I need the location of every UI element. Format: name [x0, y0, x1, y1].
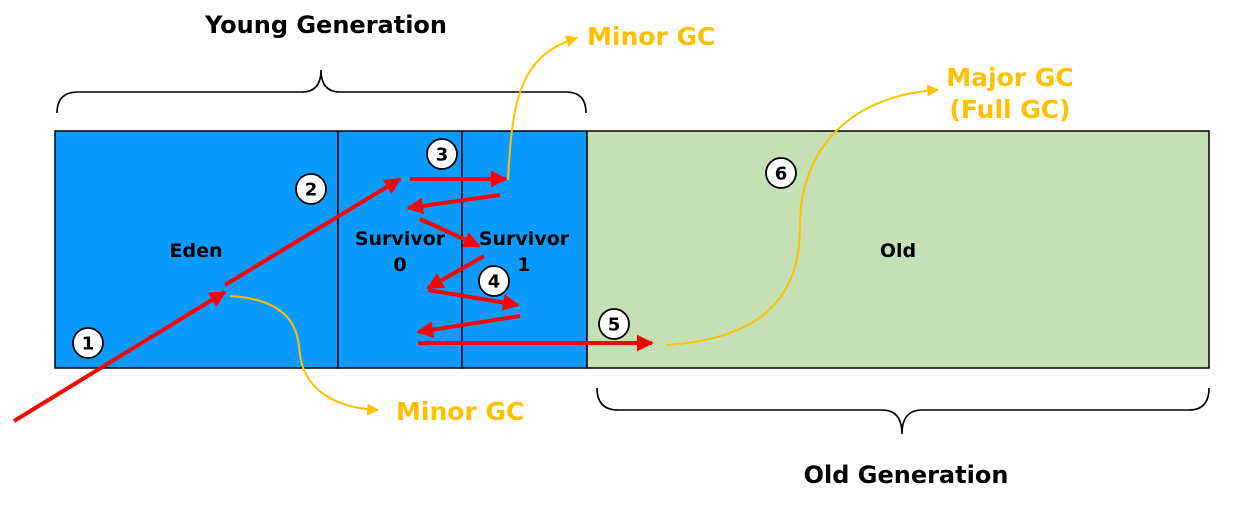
- survivor1-number: 1: [517, 254, 530, 276]
- survivor1-region: [461, 130, 588, 369]
- step-4-marker: 4: [478, 265, 510, 297]
- survivor0-label: Survivor: [355, 228, 446, 250]
- survivor0-to-survivor1-arrow-3: [427, 288, 520, 311]
- old-region: [586, 130, 1210, 369]
- allocation-arrow: [12, 290, 227, 423]
- survivor1-to-survivor0-arrow: [406, 193, 501, 215]
- major-gc-curve: [665, 84, 940, 346]
- old-generation-title: Old Generation: [804, 461, 1009, 489]
- eden-region: [54, 130, 339, 369]
- minor-gc-bottom-curve: [229, 295, 380, 416]
- minor-gc-top-curve: [507, 35, 579, 181]
- step-3-marker: 3: [426, 138, 458, 170]
- step-1-number: 1: [82, 334, 95, 355]
- minor-gc-top-label: Minor GC: [587, 22, 715, 51]
- step-6-marker: 6: [765, 157, 797, 189]
- eden-to-survivor0-arrow: [223, 177, 402, 287]
- step-4-number: 4: [488, 272, 501, 293]
- step-2-number: 2: [305, 180, 318, 201]
- step-3-number: 3: [436, 145, 449, 166]
- old-generation-brace: [596, 387, 1210, 435]
- full-gc-label: (Full GC): [949, 95, 1070, 124]
- young-generation-title: Young Generation: [204, 11, 447, 39]
- minor-gc-bottom-label: Minor GC: [396, 397, 524, 426]
- step-6-number: 6: [775, 164, 788, 185]
- step-2-marker: 2: [295, 173, 327, 205]
- survivor0-number: 0: [393, 254, 406, 276]
- survivor1-label: Survivor: [479, 228, 570, 250]
- young-generation-brace: [56, 69, 587, 114]
- step-1-marker: 1: [72, 327, 104, 359]
- step-5-marker: 5: [598, 308, 630, 340]
- major-gc-label: Major GC: [946, 63, 1073, 92]
- survivor1-to-survivor0-arrow-2: [426, 254, 485, 290]
- step-5-number: 5: [608, 315, 621, 336]
- survivor1-to-survivor0-arrow-3: [416, 314, 521, 338]
- old-label: Old: [880, 240, 916, 262]
- eden-label: Eden: [170, 240, 223, 262]
- survivor0-to-survivor1-arrow-2: [419, 217, 481, 248]
